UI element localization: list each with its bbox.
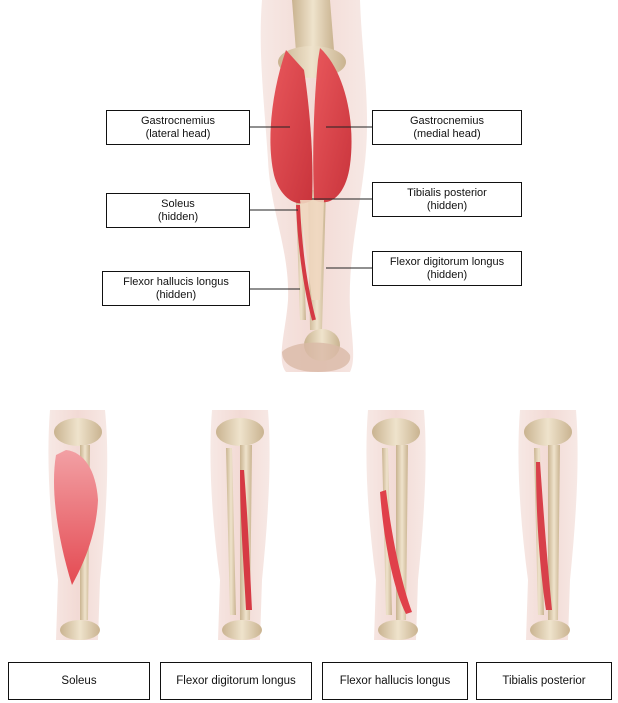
label-gastrocnemius-medial: Gastrocnemius (medial head) <box>372 110 522 145</box>
panel-tibialis-posterior-illustration <box>518 410 577 640</box>
label-soleus: Soleus (hidden) <box>106 193 250 228</box>
label-line1: Flexor hallucis longus <box>123 276 229 289</box>
label-gastrocnemius-lateral: Gastrocnemius (lateral head) <box>106 110 250 145</box>
label-line2: (hidden) <box>427 269 467 282</box>
panel-flexor-hallucis-illustration <box>366 410 425 640</box>
label-line2: (medial head) <box>413 128 480 141</box>
panel-soleus-illustration <box>48 410 107 640</box>
label-line2: (hidden) <box>156 289 196 302</box>
main-femur <box>292 0 334 52</box>
bottom-label-text: Soleus <box>61 675 96 687</box>
bottom-label-flexor-digitorum-longus: Flexor digitorum longus <box>160 662 312 700</box>
panel-flexor-digitorum-illustration <box>210 410 269 640</box>
bottom-label-text: Flexor digitorum longus <box>176 675 296 687</box>
label-line1: Gastrocnemius <box>410 115 484 128</box>
label-flexor-digitorum-longus: Flexor digitorum longus (hidden) <box>372 251 522 286</box>
label-line2: (lateral head) <box>146 128 211 141</box>
bottom-label-text: Tibialis posterior <box>502 675 585 687</box>
label-line1: Soleus <box>161 198 195 211</box>
label-line2: (hidden) <box>158 211 198 224</box>
bottom-label-tibialis-posterior: Tibialis posterior <box>476 662 612 700</box>
label-line1: Gastrocnemius <box>141 115 215 128</box>
label-line1: Tibialis posterior <box>407 187 487 200</box>
label-line2: (hidden) <box>427 200 467 213</box>
label-tibialis-posterior: Tibialis posterior (hidden) <box>372 182 522 217</box>
bottom-label-flexor-hallucis-longus: Flexor hallucis longus <box>322 662 468 700</box>
label-line1: Flexor digitorum longus <box>390 256 504 269</box>
label-flexor-hallucis-longus: Flexor hallucis longus (hidden) <box>102 271 250 306</box>
bottom-label-soleus: Soleus <box>8 662 150 700</box>
bottom-label-text: Flexor hallucis longus <box>340 675 451 687</box>
